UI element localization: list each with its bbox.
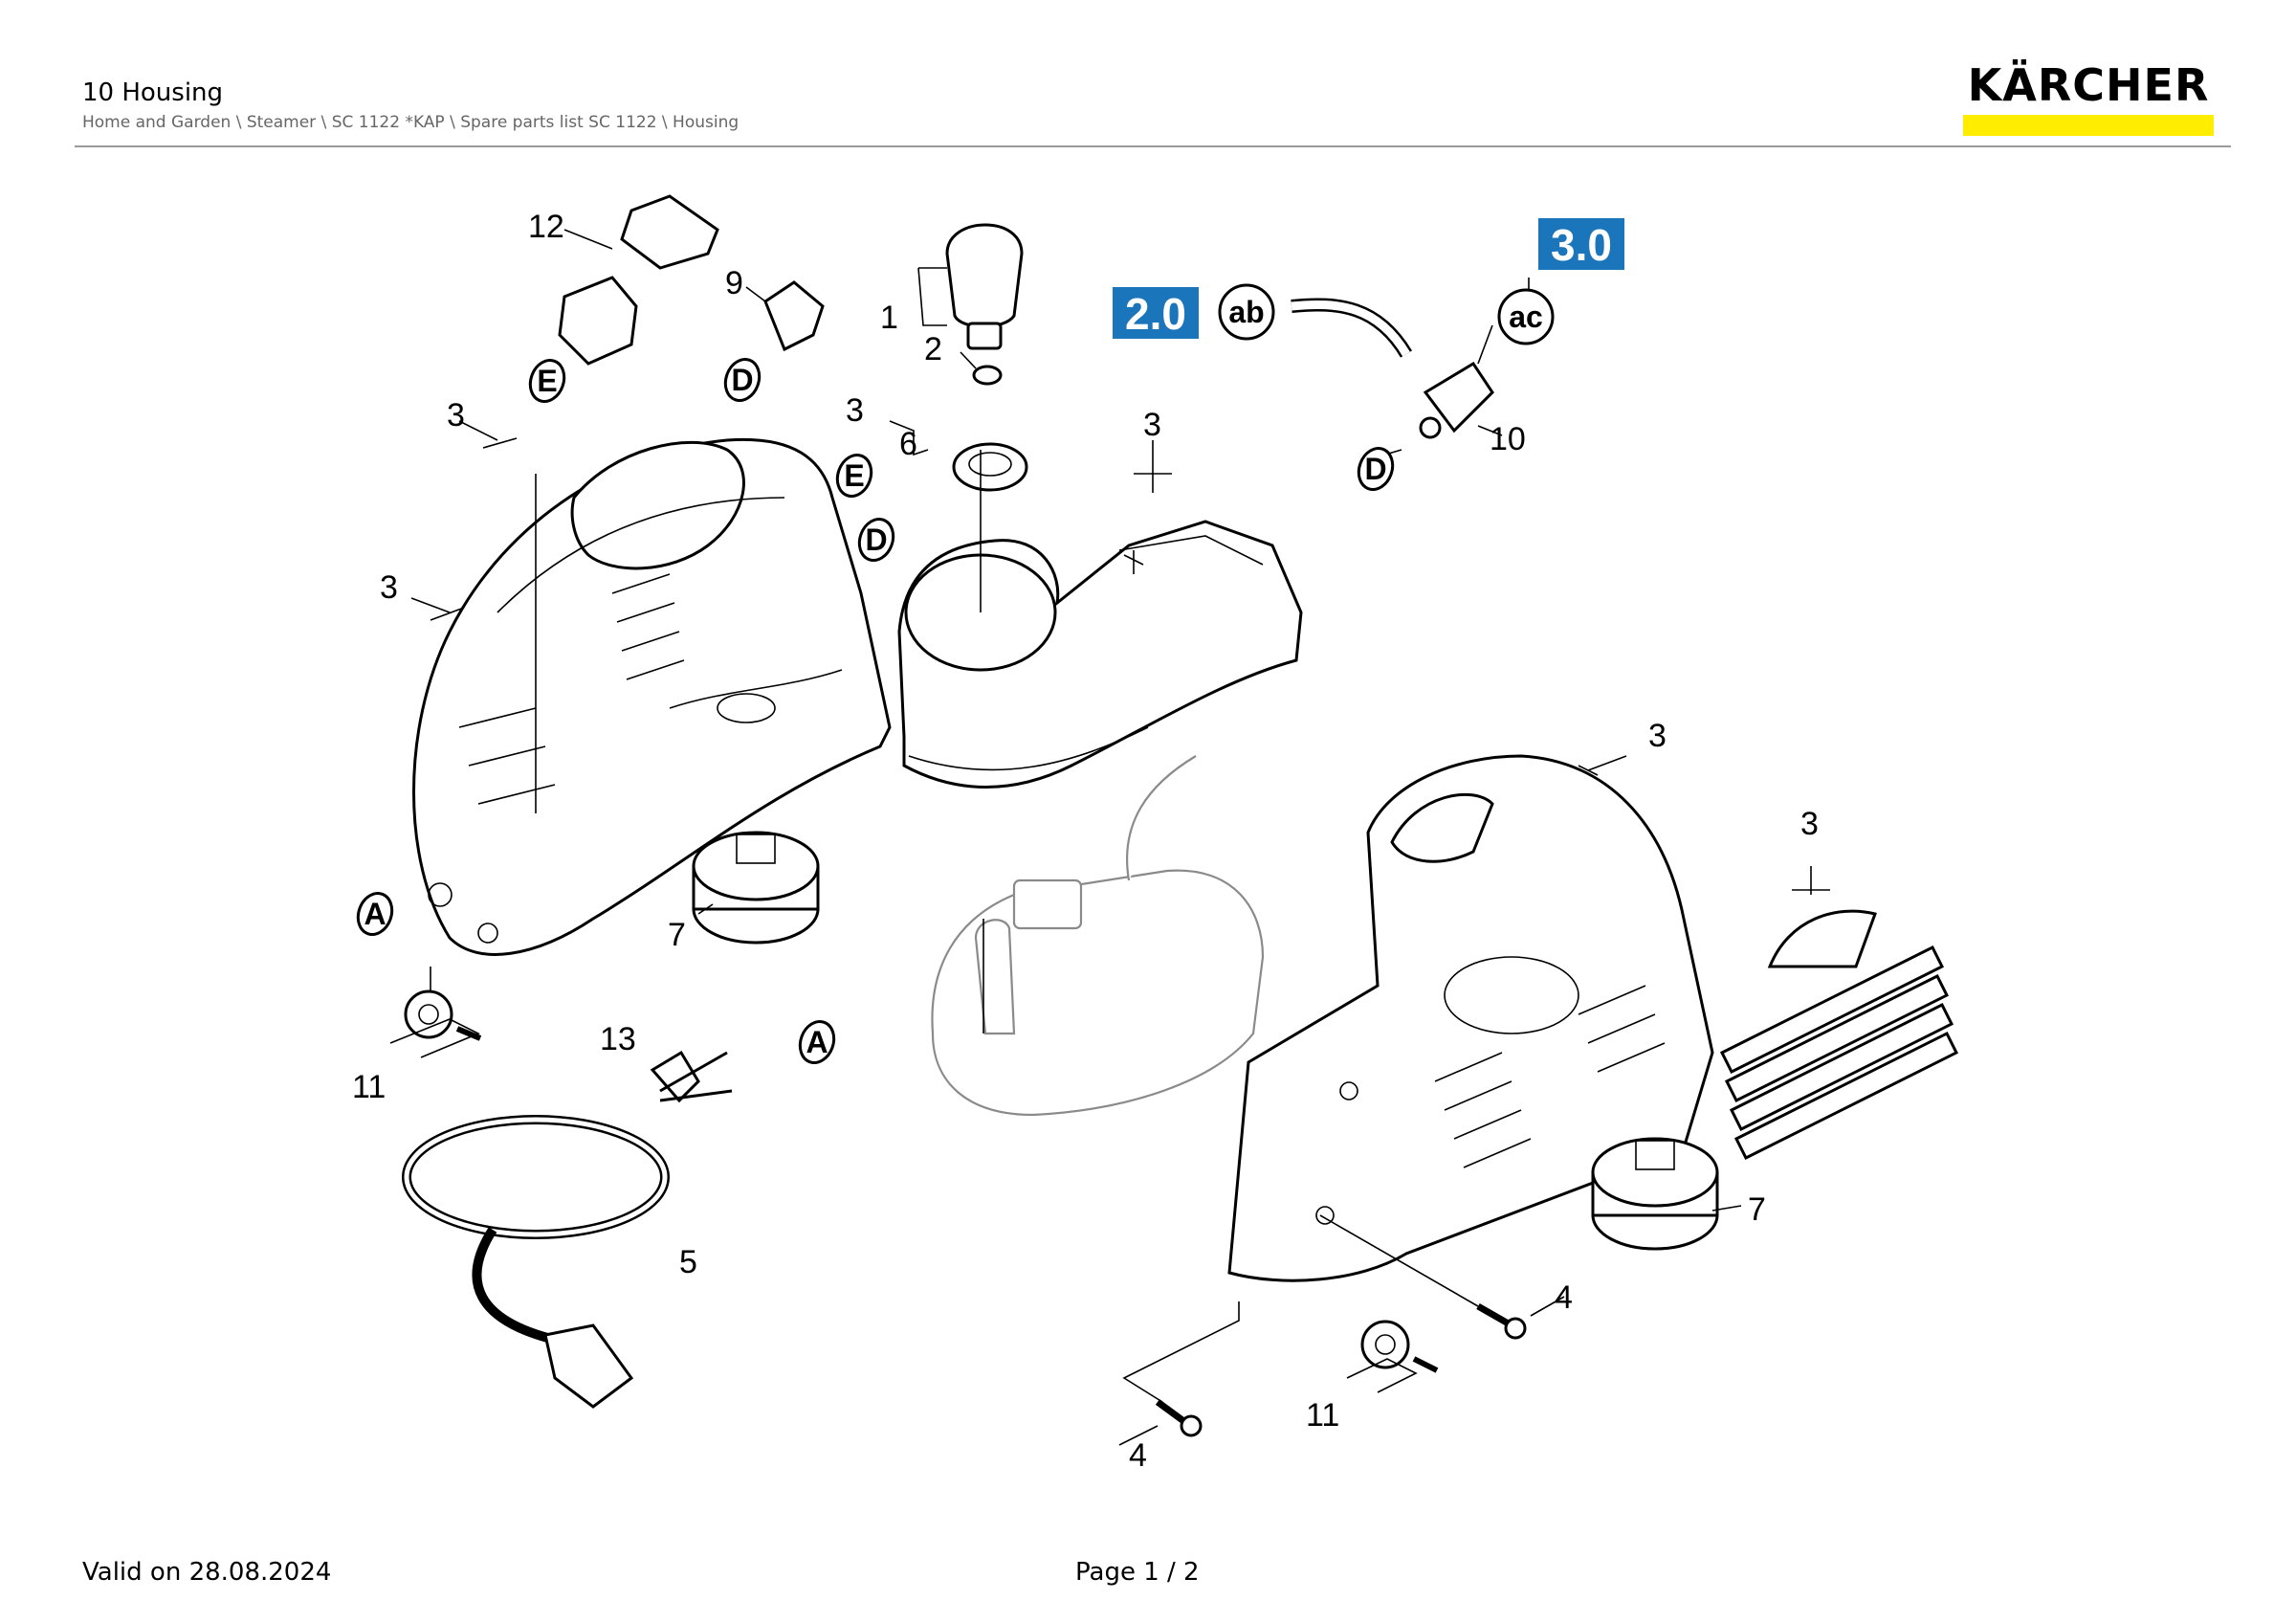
- cable-holder-part-13: [650, 1050, 700, 1103]
- part-label: 10: [1490, 421, 1526, 457]
- svg-text:ac: ac: [1509, 300, 1543, 334]
- svg-text:A: A: [364, 897, 386, 931]
- part-label: 11: [1306, 1397, 1339, 1434]
- part-label: 7: [1748, 1191, 1766, 1228]
- part-label: 3: [1143, 407, 1161, 443]
- ref-circle-e: E: [528, 359, 566, 403]
- part-label: 13: [600, 1021, 636, 1057]
- boiler-unit: [931, 755, 1265, 1117]
- ref-circle-ac: ac: [1497, 288, 1555, 345]
- ref-circle-ab: ab: [1218, 283, 1275, 341]
- ref-circle-e: E: [835, 454, 873, 498]
- svg-text:2.0: 2.0: [1125, 289, 1186, 339]
- part-label: 5: [679, 1244, 697, 1280]
- part-label: 3: [846, 392, 864, 429]
- part-label: 4: [1129, 1437, 1147, 1474]
- version-box-3-0: 3.0: [1538, 218, 1624, 270]
- o-ring-part-2: [972, 365, 1003, 386]
- switch-part-12: [558, 194, 719, 366]
- page-title: 10 Housing: [82, 78, 224, 107]
- ref-circle-d: D: [857, 518, 895, 562]
- vent-grille: [1719, 909, 1959, 1161]
- breadcrumb: Home and Garden \ Steamer \ SC 1122 *KAP…: [82, 113, 740, 132]
- part-label: 3: [1800, 806, 1819, 842]
- ref-circle-a: A: [798, 1020, 836, 1064]
- part-label: 7: [668, 917, 686, 953]
- part-number-labels: 12 9 1 2 3 6 3 3 3 7 10 3 3 7 11 13 5 4 …: [352, 209, 1819, 1474]
- circle-references: E D E D A A D ab ac: [356, 283, 1555, 1064]
- svg-text:D: D: [731, 363, 753, 397]
- karcher-logo: KÄRCHER: [1963, 59, 2214, 136]
- part-label: 3: [380, 569, 398, 606]
- part-label: 3: [447, 397, 465, 434]
- part-label: 4: [1555, 1279, 1573, 1316]
- top-cover: [897, 520, 1303, 789]
- svg-text:D: D: [865, 522, 887, 557]
- logo-text: KÄRCHER: [1967, 59, 2210, 111]
- ref-circle-a: A: [356, 892, 394, 936]
- svg-text:3.0: 3.0: [1551, 220, 1612, 270]
- svg-text:ab: ab: [1228, 295, 1264, 329]
- svg-text:E: E: [844, 458, 864, 493]
- foot-part-7-left: [692, 831, 820, 945]
- part-label: 11: [352, 1069, 386, 1105]
- left-housing-shell: [412, 437, 892, 956]
- part-label: 12: [528, 209, 564, 245]
- screw-part-4-right: [1476, 1302, 1527, 1340]
- part-label: 3: [1648, 718, 1667, 754]
- steam-valve-part-10: [1419, 361, 1494, 439]
- validity-date: Valid on 28.08.2024: [82, 1558, 332, 1587]
- part-label: 2: [924, 331, 942, 367]
- part-label: 1: [880, 300, 898, 336]
- foot-part-7-right: [1591, 1137, 1719, 1251]
- svg-text:D: D: [1364, 452, 1386, 486]
- part-label: 6: [899, 426, 917, 462]
- knob-part-1: [945, 223, 1024, 350]
- screw-part-4-bottom: [1155, 1399, 1203, 1437]
- page-indicator: Page 1 / 2: [1075, 1558, 1200, 1587]
- wheel-part-11-left: [404, 989, 482, 1041]
- wheel-part-11-right: [1360, 1320, 1439, 1373]
- svg-text:A: A: [806, 1025, 828, 1059]
- svg-text:E: E: [537, 364, 557, 398]
- version-box-2-0: 2.0: [1113, 287, 1199, 339]
- logo-yellow-bar: [1963, 115, 2214, 136]
- header-divider: [75, 145, 2231, 147]
- clip-part-9: [763, 280, 825, 352]
- ref-circle-d: D: [1357, 447, 1395, 491]
- part-label: 9: [725, 265, 743, 301]
- hose-ab-inner: [1291, 300, 1410, 357]
- right-housing-shell: [1227, 754, 1714, 1282]
- ref-circle-d: D: [723, 358, 762, 402]
- seal-part-6: [952, 442, 1028, 492]
- power-cord-part-5: [402, 1051, 733, 1409]
